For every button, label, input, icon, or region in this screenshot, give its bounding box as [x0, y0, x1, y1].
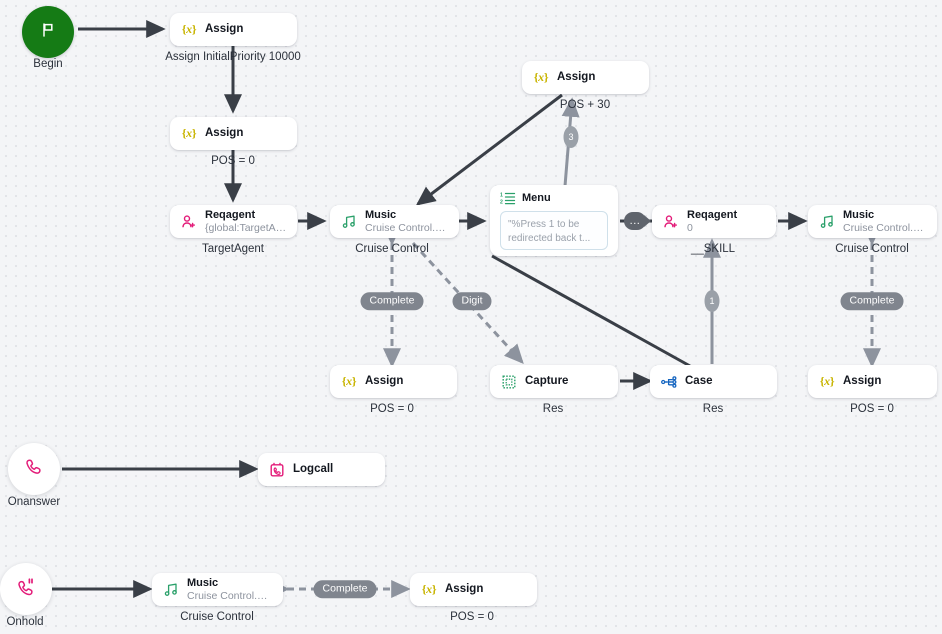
reqagent-icon	[180, 213, 198, 231]
node-title: Assign	[365, 374, 404, 387]
caption-target-agent: TargetAgent	[201, 243, 265, 255]
node-onanswer[interactable]	[8, 443, 60, 495]
caption-cruise-control-mid: Cruise Control	[355, 243, 429, 255]
phone-icon	[24, 457, 44, 482]
assign-x-icon: {x}	[181, 22, 197, 36]
reqagent-icon	[662, 213, 680, 231]
node-assign-pos-zero-right[interactable]: {x} Assign	[808, 365, 937, 398]
phone-pause-icon	[16, 577, 36, 602]
edge-ellipsis-badge[interactable]: ...	[624, 212, 646, 230]
flag-icon	[40, 22, 56, 43]
menu-title: Menu	[522, 192, 551, 204]
node-title: Assign	[843, 374, 882, 387]
node-case[interactable]: Case	[650, 365, 777, 398]
node-assign-pos-plus-30[interactable]: {x} Assign	[522, 61, 649, 94]
edge-badge-three[interactable]: 3	[563, 126, 579, 148]
caption-assign-pos-zero-mid: POS = 0	[370, 403, 414, 415]
caption-onhold: Onhold	[6, 616, 44, 628]
node-music-cruise-control-mid[interactable]: Music Cruise Control.wav	[330, 205, 459, 238]
node-music-cruise-control-right[interactable]: Music Cruise Control.wav	[808, 205, 937, 238]
edge-label-complete-bottom[interactable]: Complete	[313, 580, 377, 598]
node-title: Assign	[205, 126, 244, 139]
caption-skill: __SKILL	[690, 243, 736, 255]
assign-x-icon: {x}	[421, 582, 437, 596]
node-title: Logcall	[293, 462, 334, 475]
node-title: Capture	[525, 374, 569, 387]
node-title: Reqagent	[687, 209, 738, 222]
node-subtitle: Cruise Control.wav	[187, 589, 273, 602]
menu-prompt-field[interactable]: "%Press 1 to be redirected back t...	[500, 211, 608, 250]
node-subtitle: {global:TargetAgent}	[205, 221, 287, 234]
node-title: Case	[685, 374, 713, 387]
caption-capture-res: Res	[542, 403, 564, 415]
caption-assign-pos-zero-right: POS = 0	[850, 403, 894, 415]
svg-text:2: 2	[500, 200, 503, 206]
caption-assign-pos-zero-top: POS = 0	[211, 155, 255, 167]
logcall-icon	[268, 461, 286, 479]
node-subtitle: 0	[687, 221, 693, 234]
node-music-cruise-control-bottom[interactable]: Music Cruise Control.wav	[152, 573, 283, 606]
caption-assign-initial-priority: Assign InitialPriority 10000	[165, 51, 301, 63]
node-title: Assign	[557, 70, 596, 83]
node-title: Music	[187, 577, 219, 590]
edge-assign-pos30-to-music	[415, 93, 563, 206]
node-title: Assign	[205, 22, 244, 35]
node-assign-pos-zero-top[interactable]: {x} Assign	[170, 117, 297, 150]
edge-music-digit-capture	[411, 241, 524, 364]
numbered-list-icon: 1 2	[500, 190, 516, 206]
music-icon	[162, 581, 180, 599]
caption-cruise-control-bottom: Cruise Control	[180, 611, 254, 623]
assign-x-icon: {x}	[819, 374, 835, 388]
music-icon	[818, 213, 836, 231]
node-onhold[interactable]	[0, 563, 52, 615]
case-icon	[660, 373, 678, 391]
caption-cruise-control-right: Cruise Control	[835, 243, 909, 255]
assign-x-icon: {x}	[533, 70, 549, 84]
node-subtitle: Cruise Control.wav	[843, 221, 927, 234]
node-title: Reqagent	[205, 209, 256, 222]
node-reqagent-skill[interactable]: Reqagent 0	[652, 205, 776, 238]
edge-label-complete-mid[interactable]: Complete	[360, 292, 424, 310]
caption-onanswer: Onanswer	[7, 496, 61, 508]
music-icon	[340, 213, 358, 231]
node-assign-pos-zero-mid[interactable]: {x} Assign	[330, 365, 457, 398]
node-title: Music	[365, 209, 397, 222]
node-assign-initial-priority[interactable]: {x} Assign	[170, 13, 297, 46]
node-begin[interactable]	[22, 6, 74, 58]
assign-x-icon: {x}	[181, 126, 197, 140]
caption-case-res: Res	[702, 403, 724, 415]
caption-assign-pos-zero-bottom: POS = 0	[450, 611, 494, 623]
edge-label-digit[interactable]: Digit	[452, 292, 492, 310]
node-assign-pos-zero-bottom[interactable]: {x} Assign	[410, 573, 537, 606]
node-title: Assign	[445, 582, 484, 595]
node-capture[interactable]: Capture	[490, 365, 618, 398]
node-subtitle: Cruise Control.wav	[365, 221, 449, 234]
capture-icon	[500, 373, 518, 391]
svg-text:1: 1	[500, 193, 503, 199]
edge-menu-to-case	[491, 254, 691, 368]
menu-header: 1 2 Menu	[500, 190, 551, 206]
edge-badge-one[interactable]: 1	[704, 290, 720, 312]
caption-begin: Begin	[33, 58, 63, 70]
node-logcall[interactable]: Logcall	[258, 453, 385, 486]
node-reqagent-target-agent[interactable]: Reqagent {global:TargetAgent}	[170, 205, 297, 238]
node-title: Music	[843, 209, 875, 222]
assign-x-icon: {x}	[341, 374, 357, 388]
caption-pos-plus-30: POS + 30	[559, 99, 611, 111]
edge-label-complete-right[interactable]: Complete	[840, 292, 904, 310]
